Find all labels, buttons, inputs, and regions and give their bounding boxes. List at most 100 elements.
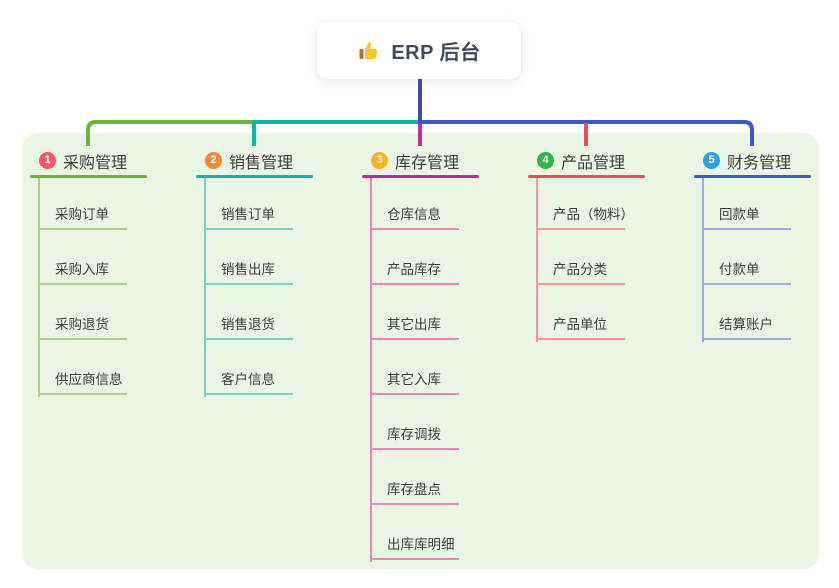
node-settlement-account[interactable]: 结算账户 [694, 285, 811, 340]
branch-underline [362, 175, 479, 178]
branch-underline [30, 175, 147, 178]
branch-header-purchase[interactable]: 1 采购管理 [30, 146, 147, 175]
sub-underline [370, 228, 459, 230]
subtree-line [38, 178, 40, 397]
root-node[interactable]: ERP 后台 [317, 22, 521, 79]
node-payment-order[interactable]: 付款单 [694, 230, 811, 285]
sub-underline [536, 283, 625, 285]
connector-bus-finance [420, 120, 754, 146]
node-label: 采购入库 [55, 262, 109, 277]
branch-label: 销售管理 [229, 154, 294, 172]
branches-panel [22, 133, 819, 569]
node-purchase-inbound[interactable]: 采购入库 [30, 230, 147, 285]
sub-underline [370, 448, 459, 450]
node-receipt-order[interactable]: 回款单 [694, 178, 811, 230]
connector-bus-sales [252, 120, 420, 146]
sub-underline [702, 228, 791, 230]
node-label: 结算账户 [719, 317, 773, 332]
node-customer-info[interactable]: 客户信息 [196, 340, 313, 395]
node-other-outbound[interactable]: 其它出库 [362, 285, 479, 340]
node-label: 采购退货 [55, 317, 109, 332]
sub-underline [370, 283, 459, 285]
node-other-inbound[interactable]: 其它入库 [362, 340, 479, 395]
sub-underline [370, 558, 459, 560]
branch-column-product: 4 产品管理 产品（物料） 产品分类 产品单位 [528, 146, 645, 342]
branch-badge: 1 [39, 152, 56, 169]
node-label: 客户信息 [221, 372, 275, 387]
sub-underline [204, 393, 293, 395]
sub-underline [536, 228, 625, 230]
node-label: 库存调拨 [387, 427, 441, 442]
branch-items: 仓库信息 产品库存 其它出库 其它入库 库存调拨 库存盘点 [362, 178, 479, 560]
branch-label: 库存管理 [395, 154, 460, 172]
branch-column-finance: 5 财务管理 回款单 付款单 结算账户 [694, 146, 811, 342]
node-label: 销售订单 [221, 207, 275, 222]
thumbs-up-icon [359, 41, 378, 59]
branch-badge: 4 [537, 152, 554, 169]
branch-items: 销售订单 销售出库 销售退货 客户信息 [196, 178, 313, 395]
branch-header-product[interactable]: 4 产品管理 [528, 146, 645, 175]
branch-underline [528, 175, 645, 178]
branch-column-sales: 2 销售管理 销售订单 销售出库 销售退货 客户信息 [196, 146, 313, 397]
branch-label: 产品管理 [561, 154, 626, 172]
sub-underline [536, 338, 625, 340]
branch-items: 产品（物料） 产品分类 产品单位 [528, 178, 645, 340]
node-label: 采购订单 [55, 207, 109, 222]
node-sales-outbound[interactable]: 销售出库 [196, 230, 313, 285]
node-label: 产品库存 [387, 262, 441, 277]
node-label: 产品单位 [553, 317, 607, 332]
branch-header-inventory[interactable]: 3 库存管理 [362, 146, 479, 175]
branch-underline [694, 175, 811, 178]
node-purchase-return[interactable]: 采购退货 [30, 285, 147, 340]
sub-underline [204, 283, 293, 285]
node-stock-transfer[interactable]: 库存调拨 [362, 395, 479, 450]
branch-badge: 5 [703, 152, 720, 169]
node-product-category[interactable]: 产品分类 [528, 230, 645, 285]
branch-items: 回款单 付款单 结算账户 [694, 178, 811, 340]
sub-underline [38, 283, 127, 285]
node-product-unit[interactable]: 产品单位 [528, 285, 645, 340]
node-supplier-info[interactable]: 供应商信息 [30, 340, 147, 395]
sub-underline [370, 503, 459, 505]
node-label: 供应商信息 [55, 372, 123, 387]
branch-label: 财务管理 [727, 154, 792, 172]
branch-header-sales[interactable]: 2 销售管理 [196, 146, 313, 175]
root-title: ERP 后台 [391, 42, 481, 64]
subtree-line [370, 178, 372, 562]
node-label: 仓库信息 [387, 207, 441, 222]
sub-underline [38, 393, 127, 395]
branch-badge: 3 [371, 152, 388, 169]
node-label: 出库库明细 [387, 537, 455, 552]
node-label: 销售退货 [221, 317, 275, 332]
branch-underline [196, 175, 313, 178]
subtree-line [702, 178, 704, 342]
sub-underline [204, 338, 293, 340]
branch-items: 采购订单 采购入库 采购退货 供应商信息 [30, 178, 147, 395]
node-stock-taking[interactable]: 库存盘点 [362, 450, 479, 505]
node-outbound-detail[interactable]: 出库库明细 [362, 505, 479, 560]
subtree-line [536, 178, 538, 342]
node-label: 产品（物料） [553, 207, 634, 222]
node-sales-return[interactable]: 销售退货 [196, 285, 313, 340]
sub-underline [370, 338, 459, 340]
node-warehouse-info[interactable]: 仓库信息 [362, 178, 479, 230]
node-purchase-order[interactable]: 采购订单 [30, 178, 147, 230]
sub-underline [38, 338, 127, 340]
branch-badge: 2 [205, 152, 222, 169]
sub-underline [702, 283, 791, 285]
branch-label: 采购管理 [63, 154, 128, 172]
node-product-material[interactable]: 产品（物料） [528, 178, 645, 230]
connector-bus-purchase [86, 120, 254, 146]
sub-underline [702, 338, 791, 340]
sub-underline [38, 228, 127, 230]
node-label: 回款单 [719, 207, 760, 222]
node-product-stock[interactable]: 产品库存 [362, 230, 479, 285]
sub-underline [204, 228, 293, 230]
node-sales-order[interactable]: 销售订单 [196, 178, 313, 230]
branch-column-inventory: 3 库存管理 仓库信息 产品库存 其它出库 其它入库 库存调拨 [362, 146, 479, 562]
branch-header-finance[interactable]: 5 财务管理 [694, 146, 811, 175]
node-label: 产品分类 [553, 262, 607, 277]
node-label: 其它入库 [387, 372, 441, 387]
